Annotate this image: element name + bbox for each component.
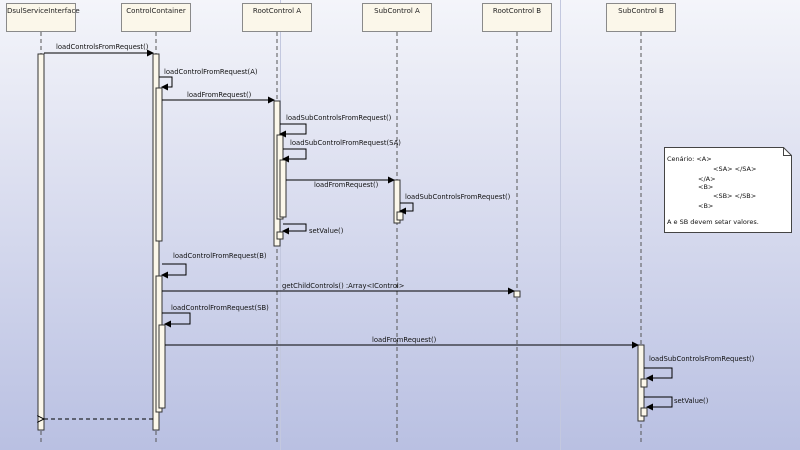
message-label: loadSubControlFromRequest(SA) xyxy=(290,139,401,147)
lifeline-header-sub-control-a[interactable]: SubControl A xyxy=(362,3,432,32)
message-label: loadFromRequest() xyxy=(372,336,437,344)
self-message-arrow xyxy=(162,312,191,328)
note-line: <SA> </SA> xyxy=(713,165,757,173)
message-label: loadControlFromRequest(SB) xyxy=(171,304,269,312)
activation-bar xyxy=(276,231,284,240)
activation-bar xyxy=(279,159,287,218)
self-message-arrow xyxy=(159,76,173,91)
lifeline-header-root-control-b[interactable]: RootControl B xyxy=(482,3,552,32)
lifeline-header-control-container[interactable]: ControlContainer xyxy=(121,3,191,32)
message-label: loadFromRequest() xyxy=(187,91,252,99)
message-label: setValue() xyxy=(309,227,344,235)
self-message-arrow xyxy=(282,148,307,163)
message-label: loadSubControlsFromRequest() xyxy=(405,193,511,201)
self-message-arrow xyxy=(282,223,307,235)
message-label: loadControlsFromRequest() xyxy=(56,43,149,51)
scenario-note[interactable]: Cenário: <A> <SA> </SA> </A> <B> <SB> </… xyxy=(664,147,792,233)
message-label: getChildControls() :Array<IControl> xyxy=(282,282,404,290)
activation-bar xyxy=(640,407,648,417)
activation-bar xyxy=(393,179,401,224)
message-label: loadControlFromRequest(B) xyxy=(173,252,267,260)
activation-bar xyxy=(513,290,521,298)
self-message-arrow xyxy=(279,123,307,138)
activation-bar xyxy=(396,211,404,221)
lifeline-header-dsul-service-interface[interactable]: DsulServiceInterface xyxy=(6,3,80,32)
message-label: loadControlFromRequest(A) xyxy=(164,68,258,76)
activation-bar xyxy=(640,378,648,388)
note-line: <SB> </SB> xyxy=(713,192,757,200)
note-line: </A> xyxy=(698,175,716,183)
note-line: Cenário: <A> xyxy=(667,155,712,163)
activation-bar xyxy=(37,53,45,431)
note-shape xyxy=(664,147,792,233)
message-label: loadSubControlsFromRequest() xyxy=(286,114,392,122)
self-message-arrow xyxy=(644,396,673,411)
self-message-arrow xyxy=(399,202,414,215)
note-line: <B> xyxy=(698,202,714,210)
lifeline-header-root-control-a[interactable]: RootControl A xyxy=(242,3,312,32)
message-label: setValue() xyxy=(674,397,709,405)
self-message-arrow xyxy=(644,367,673,382)
activation-bar xyxy=(152,53,160,431)
self-message-arrow xyxy=(161,263,187,279)
note-line: A e SB devem setar valores. xyxy=(667,218,759,226)
message-label: loadFromRequest() xyxy=(314,181,379,189)
note-line: <B> xyxy=(698,183,714,191)
activation-bar xyxy=(158,324,166,409)
message-label: loadSubControlsFromRequest() xyxy=(649,355,755,363)
lifeline-header-sub-control-b[interactable]: SubControl B xyxy=(606,3,676,32)
activation-bar xyxy=(155,87,163,242)
canvas-grid-line xyxy=(560,0,561,450)
